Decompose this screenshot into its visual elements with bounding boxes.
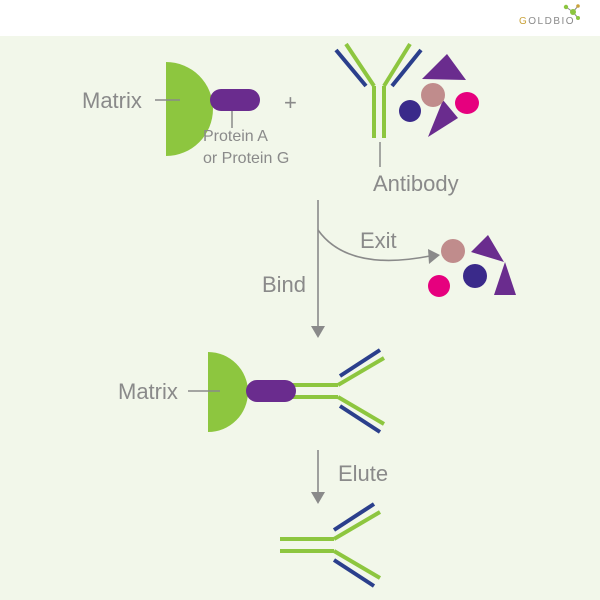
antibody-top: Antibody bbox=[334, 42, 459, 196]
light-chain-upper bbox=[338, 348, 382, 378]
contaminant-triangle bbox=[494, 262, 516, 295]
matrix-label-bottom: Matrix bbox=[118, 379, 178, 404]
matrix-label: Matrix bbox=[82, 88, 142, 113]
contaminant-triangle bbox=[471, 235, 504, 262]
bind-label: Bind bbox=[262, 272, 306, 297]
contaminant-magenta-particle bbox=[455, 92, 479, 114]
matrix-top: Matrix bbox=[82, 62, 213, 156]
protein-a-g: Protein A or Protein G bbox=[203, 89, 289, 167]
light-chain-right bbox=[390, 48, 423, 88]
contaminants-exited bbox=[428, 235, 516, 297]
contaminant-navy-particle bbox=[399, 100, 421, 122]
logo-text: GOLDBIO bbox=[519, 16, 575, 27]
contaminant-triangle bbox=[422, 54, 466, 80]
contaminant-mauve-particle bbox=[421, 83, 445, 107]
protein-pill bbox=[246, 380, 296, 402]
contaminant-triangle bbox=[428, 100, 458, 137]
header-strip bbox=[0, 0, 600, 36]
elute-arrow-head bbox=[311, 492, 325, 504]
exit-label: Exit bbox=[360, 228, 397, 253]
heavy-chain-arm-upper bbox=[336, 356, 386, 387]
bind-flow: Bind bbox=[262, 200, 325, 338]
heavy-chain-arm-lower bbox=[336, 395, 386, 426]
antibody-eluted bbox=[280, 502, 382, 588]
contaminant-mauve-particle bbox=[441, 239, 465, 263]
elute-label: Elute bbox=[338, 461, 388, 486]
molecule-icon bbox=[563, 4, 580, 20]
matrix-bead bbox=[208, 352, 248, 432]
heavy-chain-arm-right bbox=[382, 42, 412, 88]
exit-flow: Exit bbox=[317, 228, 440, 264]
protein-label-line1: Protein A bbox=[203, 128, 268, 145]
matrix-bead bbox=[166, 62, 213, 156]
exit-arrow-curve bbox=[317, 229, 431, 262]
contaminant-navy-particle bbox=[463, 264, 487, 288]
light-chain-lower bbox=[332, 558, 376, 588]
bound-complex: Matrix bbox=[118, 348, 386, 434]
contaminants-top bbox=[399, 54, 479, 137]
bind-arrow-head bbox=[311, 326, 325, 338]
antibody-label: Antibody bbox=[373, 171, 459, 196]
protein-label-line2: or Protein G bbox=[203, 150, 289, 167]
light-chain-lower bbox=[338, 404, 382, 434]
light-chain-upper bbox=[332, 502, 376, 532]
elute-flow: Elute bbox=[311, 450, 388, 504]
light-chain-left bbox=[334, 48, 368, 88]
diagram-background bbox=[0, 36, 600, 600]
goldbio-logo: GOLDBIO bbox=[519, 4, 580, 27]
exit-arrow-head bbox=[428, 249, 440, 264]
protein-pill bbox=[210, 89, 260, 111]
contaminant-magenta-particle bbox=[428, 275, 450, 297]
heavy-chain-arm-left bbox=[344, 42, 376, 88]
heavy-chain-arm-lower bbox=[332, 549, 382, 580]
plus-sign: + bbox=[284, 90, 297, 115]
heavy-chain-arm-upper bbox=[332, 510, 382, 541]
